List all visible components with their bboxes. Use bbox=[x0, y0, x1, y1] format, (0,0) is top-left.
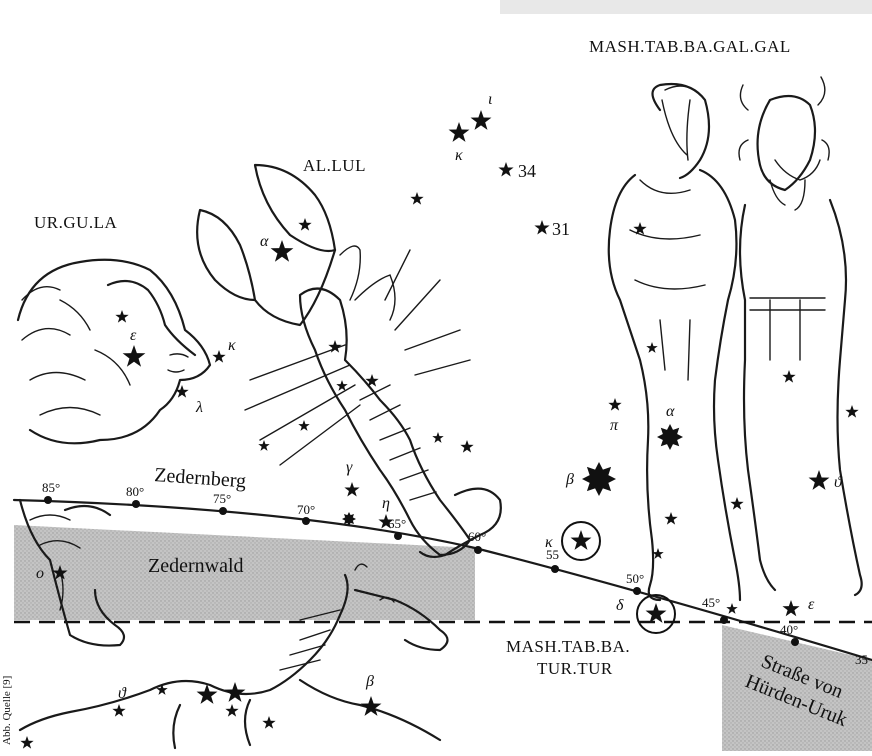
star-theta-gem bbox=[809, 470, 830, 490]
star-cancer-e bbox=[336, 380, 347, 391]
letter-lambda-leo: λ bbox=[195, 399, 203, 416]
label-lower-1: MASH.TAB.BA. bbox=[506, 637, 630, 656]
star-cancer-g bbox=[298, 420, 309, 431]
deg-40: 40° bbox=[780, 622, 798, 637]
letter-eta-cancer: η bbox=[382, 495, 390, 512]
deg-50: 50° bbox=[626, 571, 644, 586]
star-delta-gem bbox=[646, 603, 667, 623]
star-lower-d bbox=[262, 716, 275, 729]
deg-70: 70° bbox=[297, 502, 315, 517]
star-beta-gem bbox=[582, 462, 616, 496]
deg-85: 85° bbox=[42, 480, 60, 495]
star-alpha-gem bbox=[657, 424, 683, 450]
star-kappa-leo bbox=[212, 350, 225, 363]
letter-alpha-cancer: α bbox=[260, 233, 269, 250]
star-34 bbox=[498, 162, 513, 176]
letter-theta-gem: ϑ bbox=[834, 474, 843, 491]
star-cancer-f bbox=[258, 440, 269, 451]
letter-theta-lower: ϑ bbox=[118, 685, 127, 702]
deg-80: 80° bbox=[126, 484, 144, 499]
letter-34: 34 bbox=[518, 161, 536, 181]
tick-60 bbox=[474, 546, 482, 554]
tick-50 bbox=[633, 587, 641, 595]
tick-85 bbox=[44, 496, 52, 504]
deg-65: 65° bbox=[388, 516, 406, 531]
label-zedernberg: Zedernberg bbox=[154, 464, 247, 492]
zedernwald-shading bbox=[14, 525, 872, 751]
letter-31: 31 bbox=[552, 219, 570, 239]
letter-kappa-leo: κ bbox=[228, 337, 236, 354]
star-gamma-cancer bbox=[344, 482, 359, 496]
star-epsilon-gem bbox=[782, 600, 799, 616]
tick-45 bbox=[720, 616, 728, 624]
label-lower-2: TUR.TUR bbox=[537, 659, 613, 678]
star-pi-gem bbox=[608, 398, 621, 411]
label-zedernwald: Zedernwald bbox=[148, 555, 244, 577]
tick-40 bbox=[791, 638, 799, 646]
letter-beta-lower: β bbox=[365, 673, 374, 690]
star-kappa-55 bbox=[571, 530, 592, 550]
star-alpha-cancer bbox=[271, 240, 294, 262]
star-lower-b bbox=[225, 682, 246, 702]
letter-beta-gem: β bbox=[565, 471, 574, 488]
star-gem-f bbox=[664, 512, 677, 525]
tick-80 bbox=[132, 500, 140, 508]
letter-delta-gem: δ bbox=[616, 597, 624, 614]
star-gem-e bbox=[730, 497, 743, 510]
star-cluster-cancer bbox=[342, 512, 356, 526]
label-leo: UR.GU.LA bbox=[34, 213, 118, 232]
tick-75 bbox=[219, 507, 227, 515]
star-lower-c bbox=[225, 704, 238, 717]
star-cancer-b bbox=[298, 218, 311, 231]
letter-omicron-leo: o bbox=[36, 565, 44, 582]
star-31 bbox=[534, 220, 549, 234]
star-cancer-h bbox=[432, 432, 443, 443]
star-lower-f bbox=[20, 736, 33, 749]
top-bleed bbox=[500, 0, 872, 14]
star-gem-d bbox=[845, 405, 858, 418]
star-theta-lower bbox=[112, 704, 125, 717]
star-cancer-i bbox=[460, 440, 473, 453]
letter-epsilon-leo: ε bbox=[130, 327, 137, 344]
deg-75: 75° bbox=[213, 491, 231, 506]
deg-35: 35 bbox=[855, 652, 868, 667]
label-gemini: MASH.TAB.BA.GAL.GAL bbox=[589, 37, 791, 56]
letter-alpha-gem: α bbox=[666, 403, 675, 420]
side-caption: Abb. Quelle [9] bbox=[1, 676, 13, 745]
letter-kappa-top: κ bbox=[455, 147, 463, 164]
letter-kappa-55: κ bbox=[545, 534, 553, 551]
twins-figure bbox=[609, 77, 862, 600]
star-kappa-top bbox=[449, 122, 470, 142]
letter-iota-top: ι bbox=[488, 91, 492, 108]
star-epsilon-leo bbox=[123, 345, 146, 367]
star-beta-lower bbox=[361, 696, 382, 716]
star-iota-top bbox=[471, 110, 492, 130]
deg-45: 45° bbox=[702, 595, 720, 610]
tick-55 bbox=[551, 565, 559, 573]
tick-65 bbox=[394, 532, 402, 540]
letter-epsilon-gem: ε bbox=[808, 596, 815, 613]
tick-70 bbox=[302, 517, 310, 525]
label-cancer: AL.LUL bbox=[303, 156, 366, 175]
letter-gamma-cancer: γ bbox=[346, 459, 353, 476]
star-gem-a bbox=[646, 342, 657, 353]
crab-figure bbox=[197, 165, 501, 557]
star-gem-h bbox=[726, 603, 737, 614]
star-gem-c bbox=[782, 370, 795, 383]
star-leo-a bbox=[115, 310, 128, 323]
letter-pi-gem: π bbox=[610, 417, 619, 434]
star-small-a bbox=[410, 192, 423, 205]
